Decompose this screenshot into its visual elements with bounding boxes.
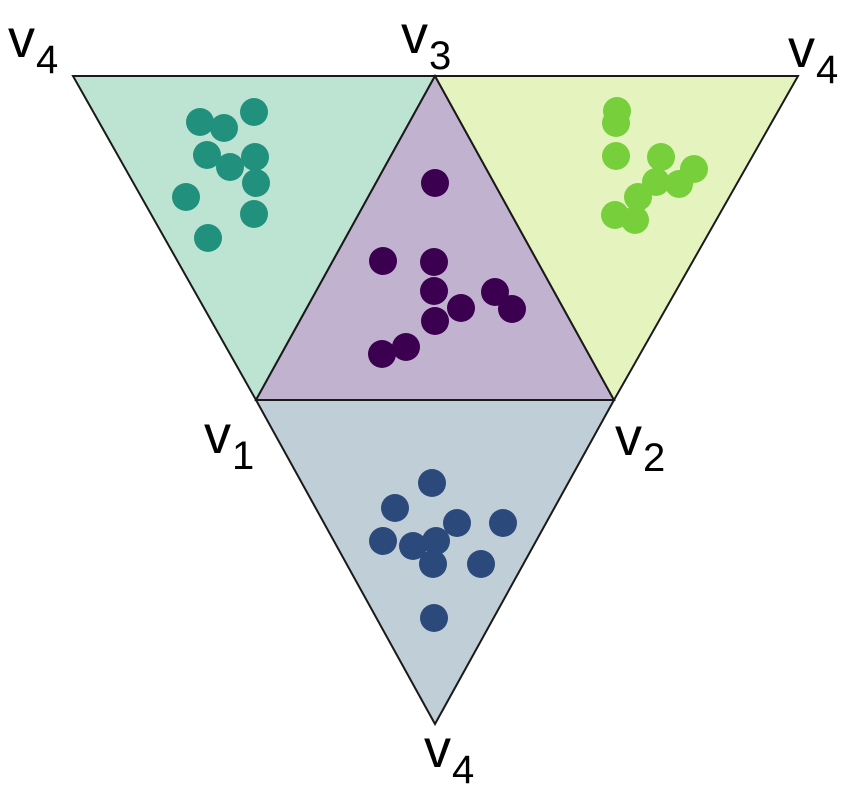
face-center-point: [392, 333, 420, 361]
face-right-point: [621, 206, 649, 234]
face-right-point: [665, 170, 693, 198]
vertex-index: 1: [232, 434, 255, 478]
face-left-point: [242, 169, 270, 197]
face-bottom-point: [422, 527, 450, 555]
vertex-label-v4-top-right: v4: [788, 19, 838, 90]
face-bottom-point: [467, 550, 495, 578]
face-bottom-point: [489, 509, 517, 537]
face-bottom-point: [418, 469, 446, 497]
face-left-point: [172, 183, 200, 211]
vertex-index: 3: [429, 34, 452, 78]
vertex-index: 2: [643, 436, 666, 480]
face-right-point: [602, 142, 630, 170]
vertex-index: 4: [36, 38, 59, 82]
face-bottom-point: [443, 509, 471, 537]
vertex-label-v2: v2: [615, 407, 665, 478]
face-left-point: [240, 98, 268, 126]
vertex-letter: v: [8, 9, 35, 69]
face-left-point: [216, 153, 244, 181]
face-bottom-point: [369, 527, 397, 555]
face-right-point: [647, 143, 675, 171]
face-bottom-point: [399, 532, 427, 560]
vertex-letter: v: [788, 19, 815, 79]
face-left-point: [186, 108, 214, 136]
face-center-point: [369, 247, 397, 275]
vertex-label-v4-bottom: v4: [424, 719, 474, 790]
vertex-label-v4-top-left: v4: [8, 9, 58, 80]
face-center-point: [420, 277, 448, 305]
face-center-point: [420, 248, 448, 276]
face-center-point: [368, 340, 396, 368]
face-bottom-point: [381, 494, 409, 522]
face-center-point: [421, 307, 449, 335]
face-center-point: [447, 294, 475, 322]
face-right-point: [602, 109, 630, 137]
face-center-point: [498, 295, 526, 323]
vertex-letter: v: [615, 407, 642, 467]
vertex-label-v1: v1: [204, 405, 254, 476]
face-left-point: [210, 114, 238, 142]
vertex-letter: v: [401, 5, 428, 65]
face-left-point: [194, 224, 222, 252]
face-right-triangle: [433, 75, 800, 403]
vertex-letter: v: [424, 719, 451, 779]
vertex-index: 4: [816, 48, 839, 92]
face-left-point: [241, 143, 269, 171]
face-bottom-point: [419, 550, 447, 578]
face-center-point: [481, 278, 509, 306]
vertex-index: 4: [452, 748, 475, 791]
face-left-point: [193, 141, 221, 169]
face-right-point: [624, 183, 652, 211]
face-bottom-point: [420, 604, 448, 632]
vertex-label-v3: v3: [401, 5, 451, 76]
face-left-point: [240, 200, 268, 228]
vertex-letter: v: [204, 405, 231, 465]
face-center-point: [421, 169, 449, 197]
